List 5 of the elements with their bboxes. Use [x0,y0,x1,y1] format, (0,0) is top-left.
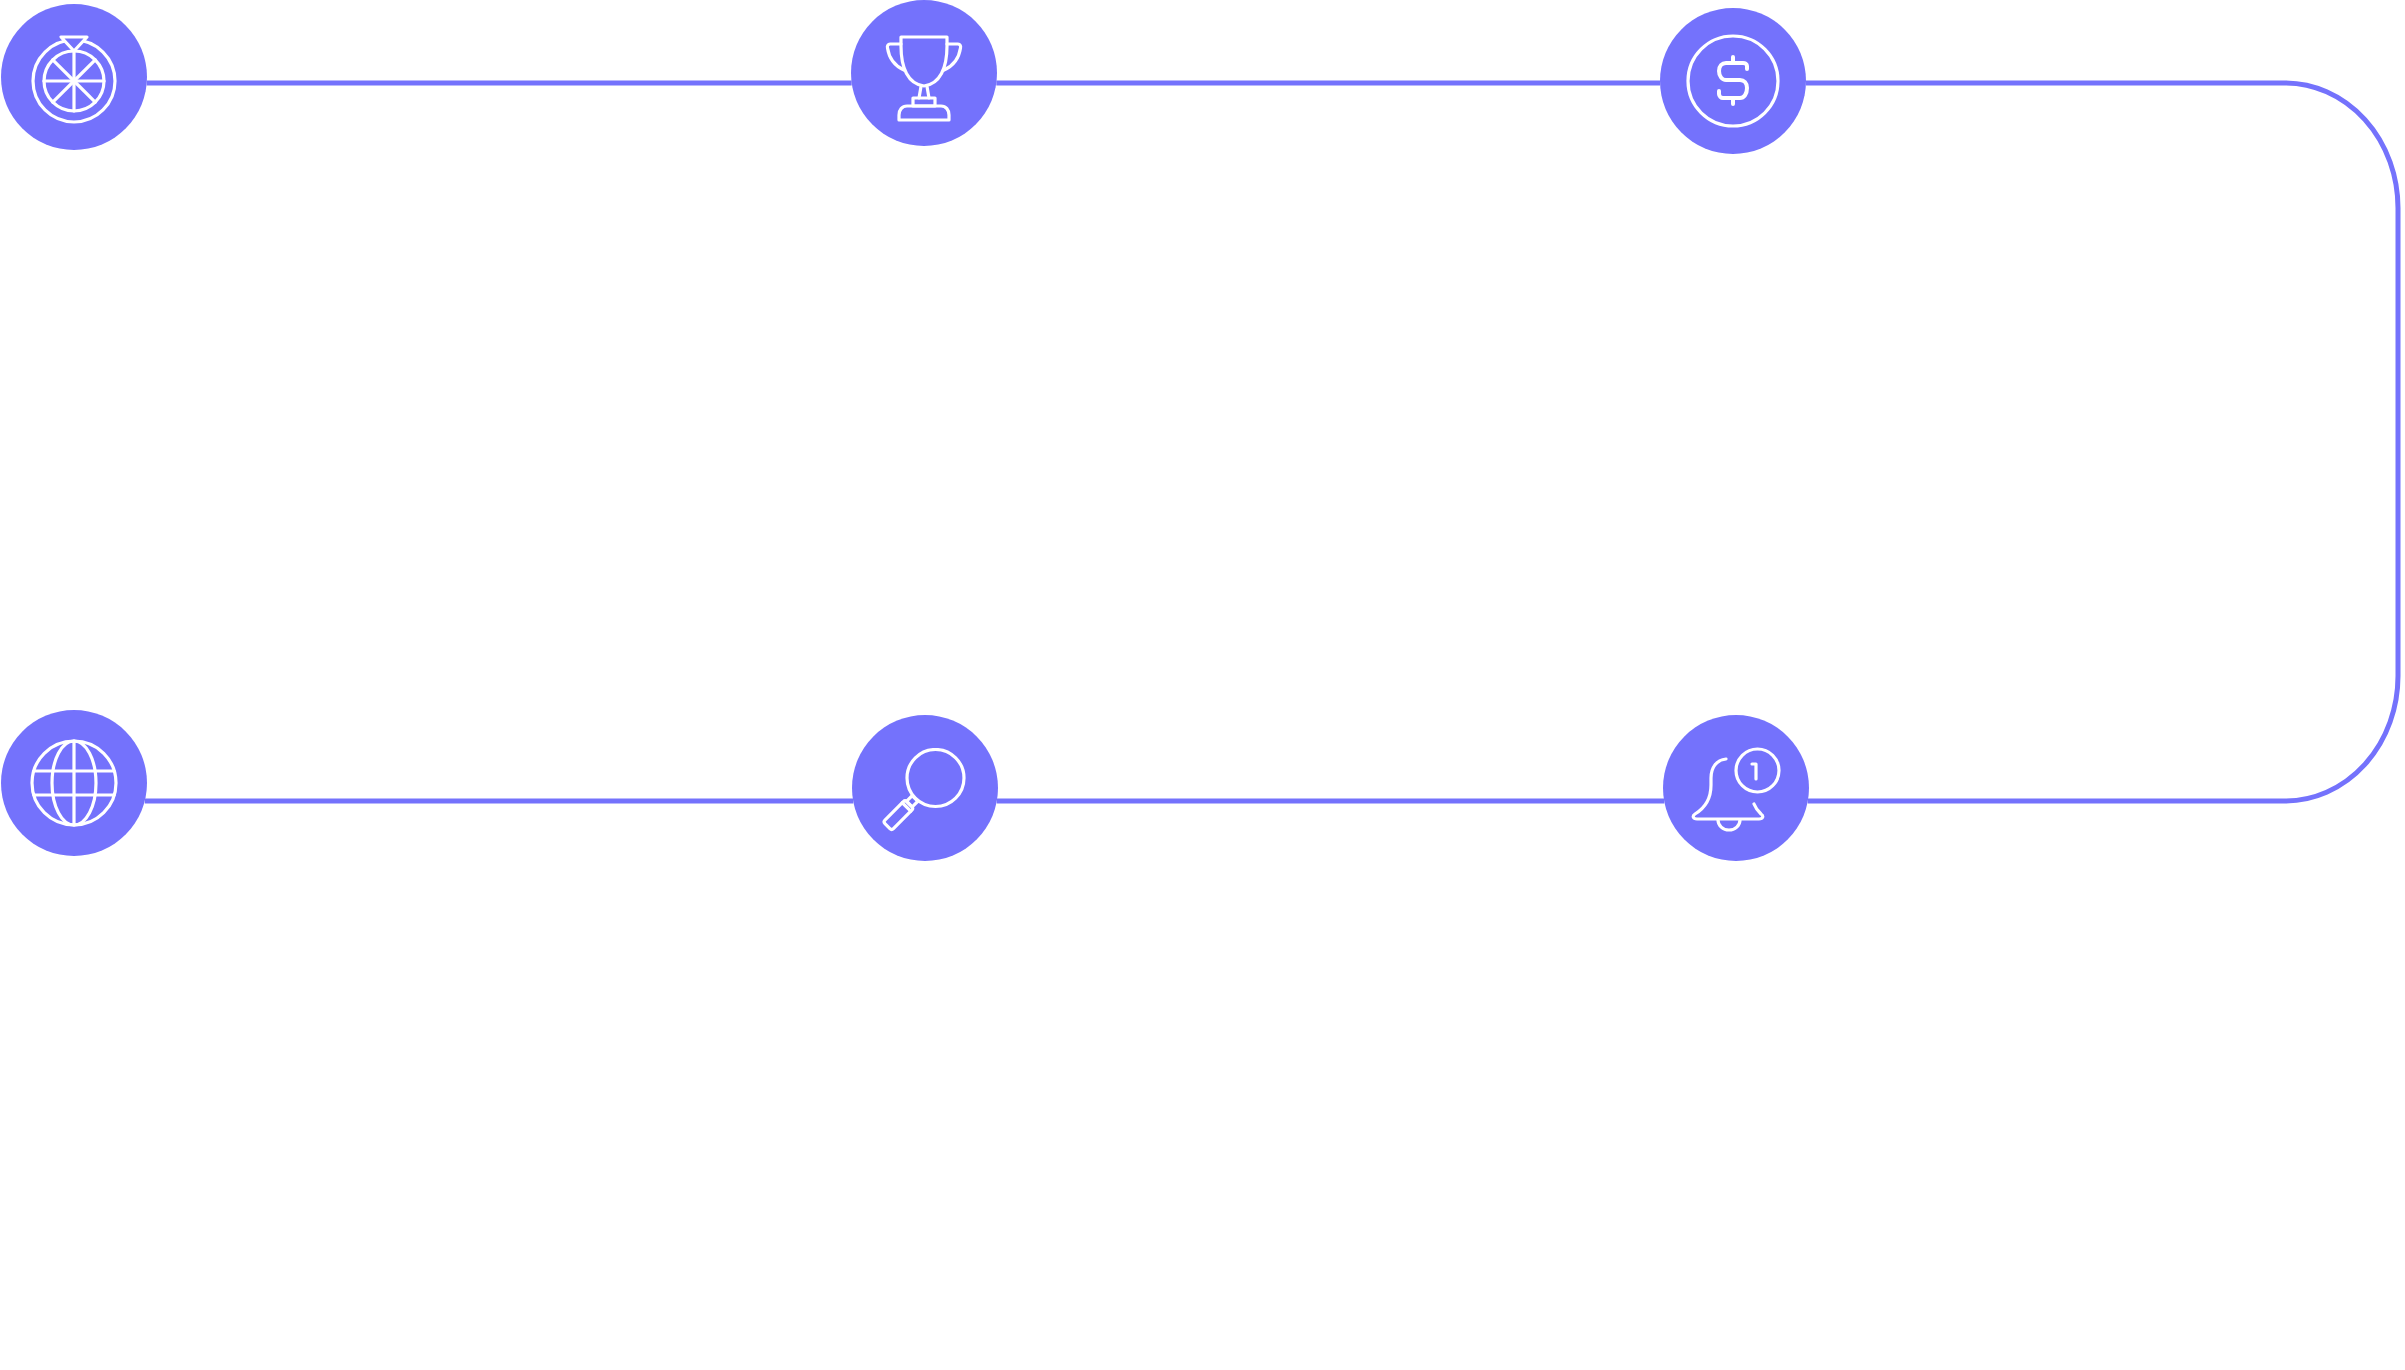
connector-line [146,80,852,86]
connector-line [1805,80,2401,804]
connector-line [144,798,854,804]
connector-line [996,80,1661,86]
connector-line [996,798,1665,804]
